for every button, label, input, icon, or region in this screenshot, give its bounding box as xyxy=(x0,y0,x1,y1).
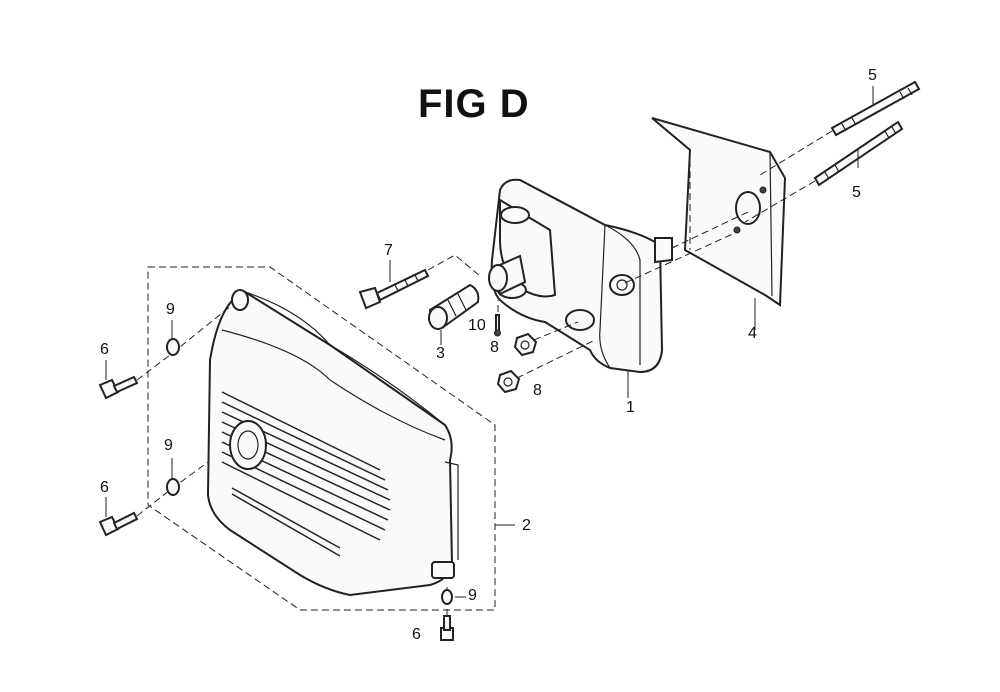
stud-bolts-part-5 xyxy=(744,80,921,223)
callout-9-upper: 9 xyxy=(166,301,175,318)
callout-9-middle: 9 xyxy=(164,437,173,454)
callout-1: 1 xyxy=(626,399,635,416)
callout-6-upper: 6 xyxy=(100,341,109,358)
heat-shield-part-4 xyxy=(651,117,787,330)
screw-part-10 xyxy=(494,300,501,337)
assembly-lines xyxy=(624,160,749,284)
assembly-frame-part-2 xyxy=(147,266,515,611)
callout-8-lower: 8 xyxy=(533,382,542,399)
muffler-protector-part-2 xyxy=(206,289,459,597)
callout-8-upper: 8 xyxy=(490,339,499,356)
callout-3: 3 xyxy=(436,345,445,362)
muffler-part-1 xyxy=(488,178,673,374)
callout-6-middle: 6 xyxy=(100,479,109,496)
callout-4: 4 xyxy=(748,325,757,342)
callout-2: 2 xyxy=(522,517,531,534)
callout-7: 7 xyxy=(384,242,393,259)
callout-6-lower: 6 xyxy=(412,626,421,643)
figure-title: FIG D xyxy=(418,82,530,126)
nuts-part-8 xyxy=(496,321,629,398)
callout-5-lower: 5 xyxy=(852,184,861,201)
callout-10: 10 xyxy=(468,317,486,334)
collars-part-9 xyxy=(166,320,466,605)
guide-part-3 xyxy=(428,283,480,345)
callout-9-lower: 9 xyxy=(468,587,477,604)
bolt-part-7 xyxy=(358,254,481,310)
callout-5-upper: 5 xyxy=(868,67,877,84)
bolts-part-6 xyxy=(98,304,454,641)
